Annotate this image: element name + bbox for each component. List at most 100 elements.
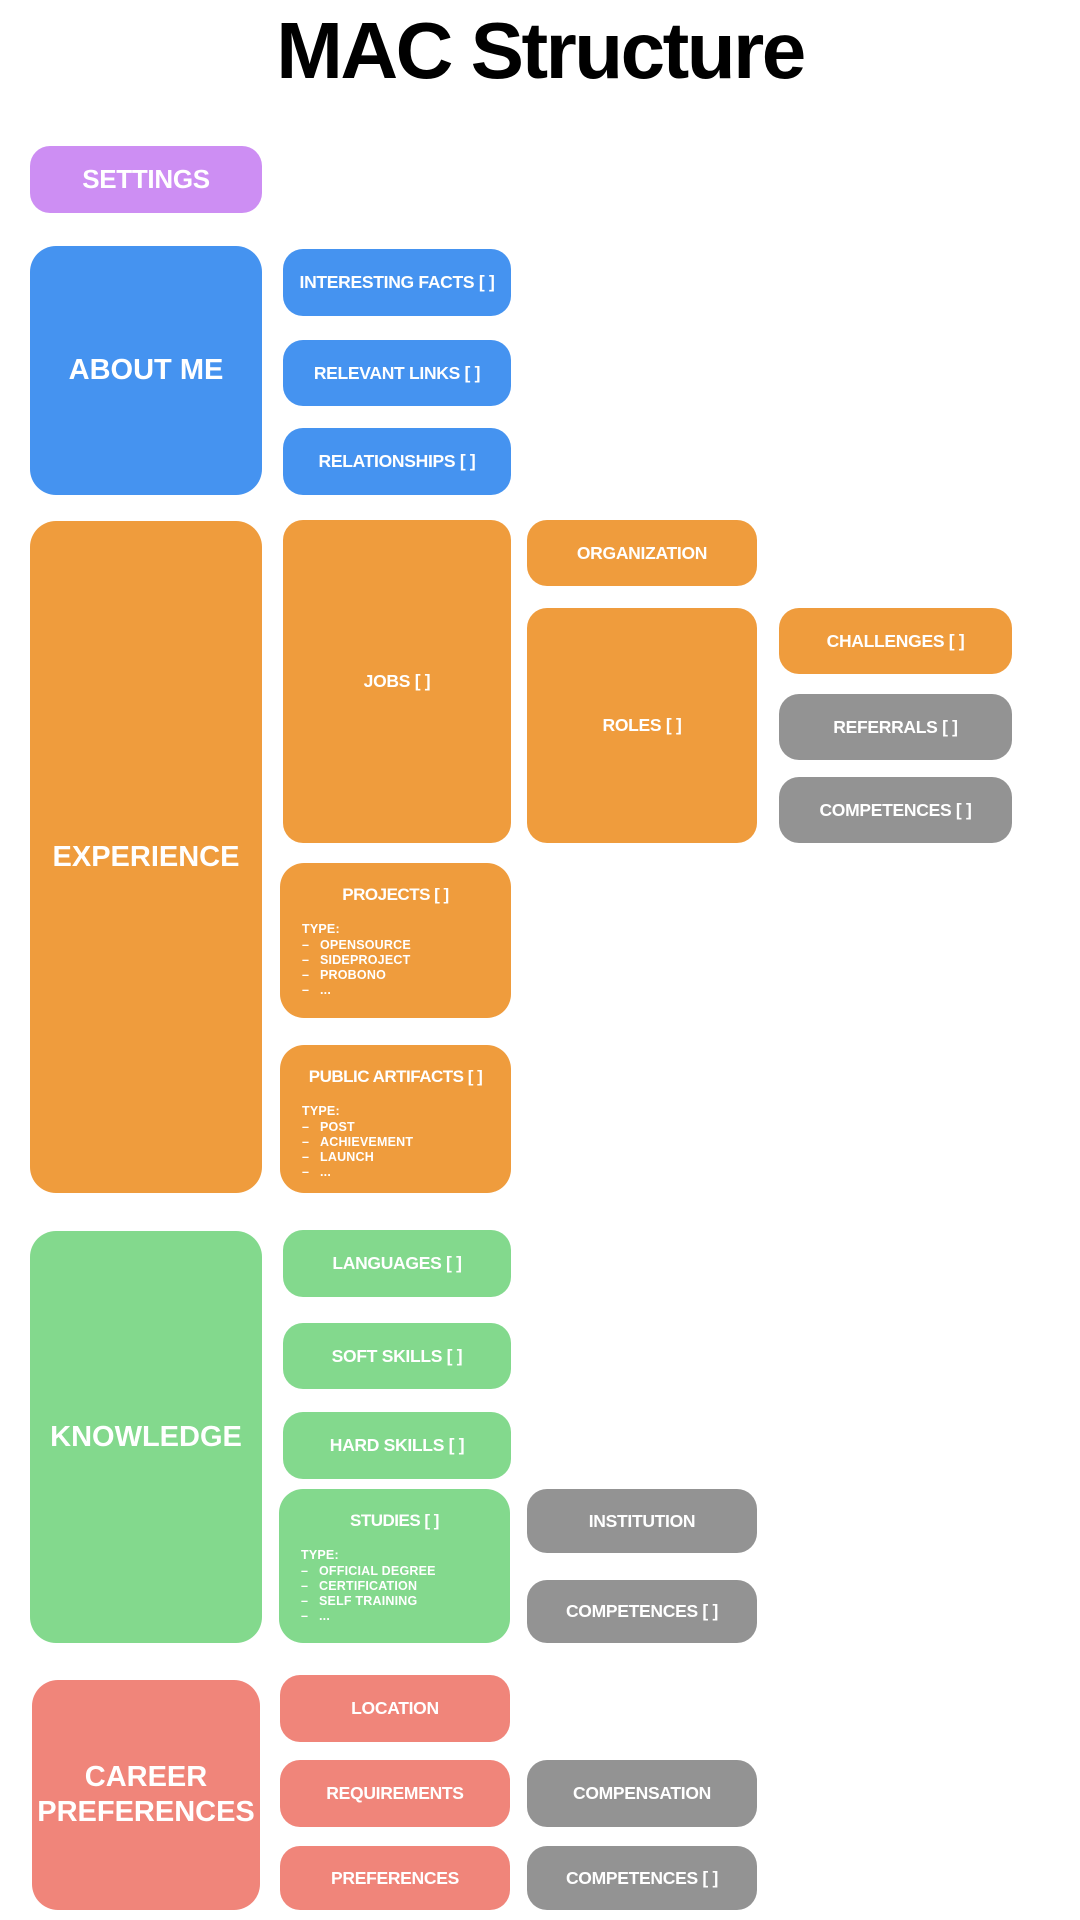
type-list-item: –ACHIEVEMENT	[302, 1135, 489, 1150]
node-soft-skills: SOFT SKILLS [ ]	[283, 1323, 511, 1389]
type-item-label: OFFICIAL DEGREE	[319, 1564, 436, 1578]
dash-bullet: –	[302, 1120, 310, 1134]
node-label: COMPETENCES [ ]	[819, 799, 972, 820]
node-challenges: CHALLENGES [ ]	[779, 608, 1012, 674]
node-label: ORGANIZATION	[576, 542, 708, 563]
type-item-label: PROBONO	[320, 968, 386, 982]
type-list-item: –SIDEPROJECT	[302, 953, 489, 968]
node-label: INTERESTING FACTS [ ]	[299, 272, 495, 292]
node-languages: LANGUAGES [ ]	[283, 1230, 511, 1297]
node-label: KNOWLEDGE	[50, 1420, 242, 1453]
type-list-item: –LAUNCH	[302, 1150, 489, 1165]
type-list: –OFFICIAL DEGREE –CERTIFICATION –SELF TR…	[301, 1564, 488, 1624]
diagram-title: MAC Structure	[276, 6, 806, 95]
node-referrals: REFERRALS [ ]	[779, 694, 1012, 760]
node-label: ROLES [ ]	[602, 715, 682, 735]
node-settings: SETTINGS	[30, 146, 262, 213]
type-item-label: ...	[320, 1165, 332, 1179]
dash-bullet: –	[301, 1594, 309, 1608]
node-label: ABOUT ME	[68, 354, 224, 386]
node-label: COMPETENCES [ ]	[565, 1601, 719, 1621]
type-label: TYPE:	[302, 1104, 340, 1118]
node-projects: PROJECTS [ ] TYPE: –OPENSOURCE –SIDEPROJ…	[280, 863, 511, 1018]
node-roles: ROLES [ ]	[527, 608, 757, 843]
node-public-artifacts: PUBLIC ARTIFACTS [ ] TYPE: –POST –ACHIEV…	[280, 1045, 511, 1193]
dash-bullet: –	[301, 1564, 309, 1578]
type-list-item: –OFFICIAL DEGREE	[301, 1564, 488, 1579]
node-label: REFERRALS [ ]	[833, 716, 958, 737]
node-label: JOBS [ ]	[363, 671, 431, 691]
type-label: TYPE:	[302, 922, 340, 936]
node-career-competences: COMPETENCES [ ]	[527, 1846, 757, 1910]
type-item-label: SIDEPROJECT	[320, 953, 411, 967]
dash-bullet: –	[302, 1150, 310, 1164]
node-knowledge-competences: COMPETENCES [ ]	[527, 1580, 757, 1643]
type-list-item: –...	[301, 1609, 488, 1624]
type-item-label: CERTIFICATION	[319, 1579, 418, 1593]
node-label: RELATIONSHIPS [ ]	[318, 451, 476, 471]
type-list: –OPENSOURCE –SIDEPROJECT –PROBONO –...	[302, 938, 489, 998]
type-label: TYPE:	[301, 1548, 339, 1562]
type-list-item: –CERTIFICATION	[301, 1579, 488, 1594]
type-list-item: –OPENSOURCE	[302, 938, 489, 953]
node-career-preferences: CAREER PREFERENCES	[32, 1680, 260, 1910]
node-interesting-facts: INTERESTING FACTS [ ]	[283, 249, 511, 316]
node-label: COMPENSATION	[572, 1783, 712, 1803]
node-requirements: REQUIREMENTS	[280, 1760, 510, 1827]
node-label: INSTITUTION	[588, 1510, 696, 1531]
type-item-label: ACHIEVEMENT	[320, 1135, 414, 1149]
node-label: LOCATION	[351, 1698, 439, 1718]
dash-bullet: –	[302, 938, 310, 952]
type-item-label: SELF TRAINING	[319, 1594, 418, 1608]
node-organization: ORGANIZATION	[527, 520, 757, 586]
dash-bullet: –	[301, 1579, 309, 1593]
type-list-item: –POST	[302, 1120, 489, 1135]
node-institution: INSTITUTION	[527, 1489, 757, 1553]
node-studies: STUDIES [ ] TYPE: –OFFICIAL DEGREE –CERT…	[279, 1489, 510, 1643]
node-location: LOCATION	[280, 1675, 510, 1742]
type-section: TYPE: –OFFICIAL DEGREE –CERTIFICATION –S…	[301, 1548, 488, 1624]
type-list: –POST –ACHIEVEMENT –LAUNCH –...	[302, 1120, 489, 1180]
node-label: PROJECTS [ ]	[342, 885, 449, 904]
dash-bullet: –	[301, 1609, 309, 1623]
node-jobs: JOBS [ ]	[283, 520, 511, 843]
node-label: CAREER PREFERENCES	[37, 1761, 255, 1828]
type-section: TYPE: –POST –ACHIEVEMENT –LAUNCH –...	[302, 1104, 489, 1180]
node-label: HARD SKILLS [ ]	[329, 1435, 465, 1455]
dash-bullet: –	[302, 968, 310, 982]
node-label: LANGUAGES [ ]	[332, 1253, 462, 1273]
dash-bullet: –	[302, 1165, 310, 1179]
type-item-label: LAUNCH	[320, 1150, 374, 1164]
type-list-item: –...	[302, 1165, 489, 1180]
type-item-label: OPENSOURCE	[320, 938, 411, 952]
node-compensation: COMPENSATION	[527, 1760, 757, 1827]
dash-bullet: –	[302, 1135, 310, 1149]
node-experience-competences: COMPETENCES [ ]	[779, 777, 1012, 843]
dash-bullet: –	[302, 953, 310, 967]
type-item-label: ...	[320, 983, 332, 997]
dash-bullet: –	[302, 983, 310, 997]
node-knowledge: KNOWLEDGE	[30, 1231, 262, 1643]
node-label: PUBLIC ARTIFACTS [ ]	[308, 1067, 483, 1086]
node-label: RELEVANT LINKS [ ]	[313, 362, 481, 383]
type-list-item: –...	[302, 983, 489, 998]
node-label: COMPETENCES [ ]	[565, 1867, 719, 1888]
node-label: SETTINGS	[82, 164, 210, 194]
node-preferences: PREFERENCES	[280, 1846, 510, 1910]
node-label: PREFERENCES	[331, 1867, 459, 1888]
type-section: TYPE: –OPENSOURCE –SIDEPROJECT –PROBONO …	[302, 922, 489, 998]
type-item-label: ...	[319, 1609, 331, 1623]
node-label: REQUIREMENTS	[326, 1783, 464, 1803]
node-relevant-links: RELEVANT LINKS [ ]	[283, 340, 511, 406]
node-relationships: RELATIONSHIPS [ ]	[283, 428, 511, 495]
node-label: EXPERIENCE	[52, 840, 240, 873]
type-item-label: POST	[320, 1120, 355, 1134]
type-list-item: –PROBONO	[302, 968, 489, 983]
node-label: CHALLENGES [ ]	[826, 630, 965, 651]
node-hard-skills: HARD SKILLS [ ]	[283, 1412, 511, 1479]
node-label: STUDIES [ ]	[350, 1511, 439, 1530]
node-experience: EXPERIENCE	[30, 521, 262, 1193]
node-label: SOFT SKILLS [ ]	[331, 1345, 463, 1366]
type-list-item: –SELF TRAINING	[301, 1594, 488, 1609]
node-about-me: ABOUT ME	[30, 246, 262, 495]
